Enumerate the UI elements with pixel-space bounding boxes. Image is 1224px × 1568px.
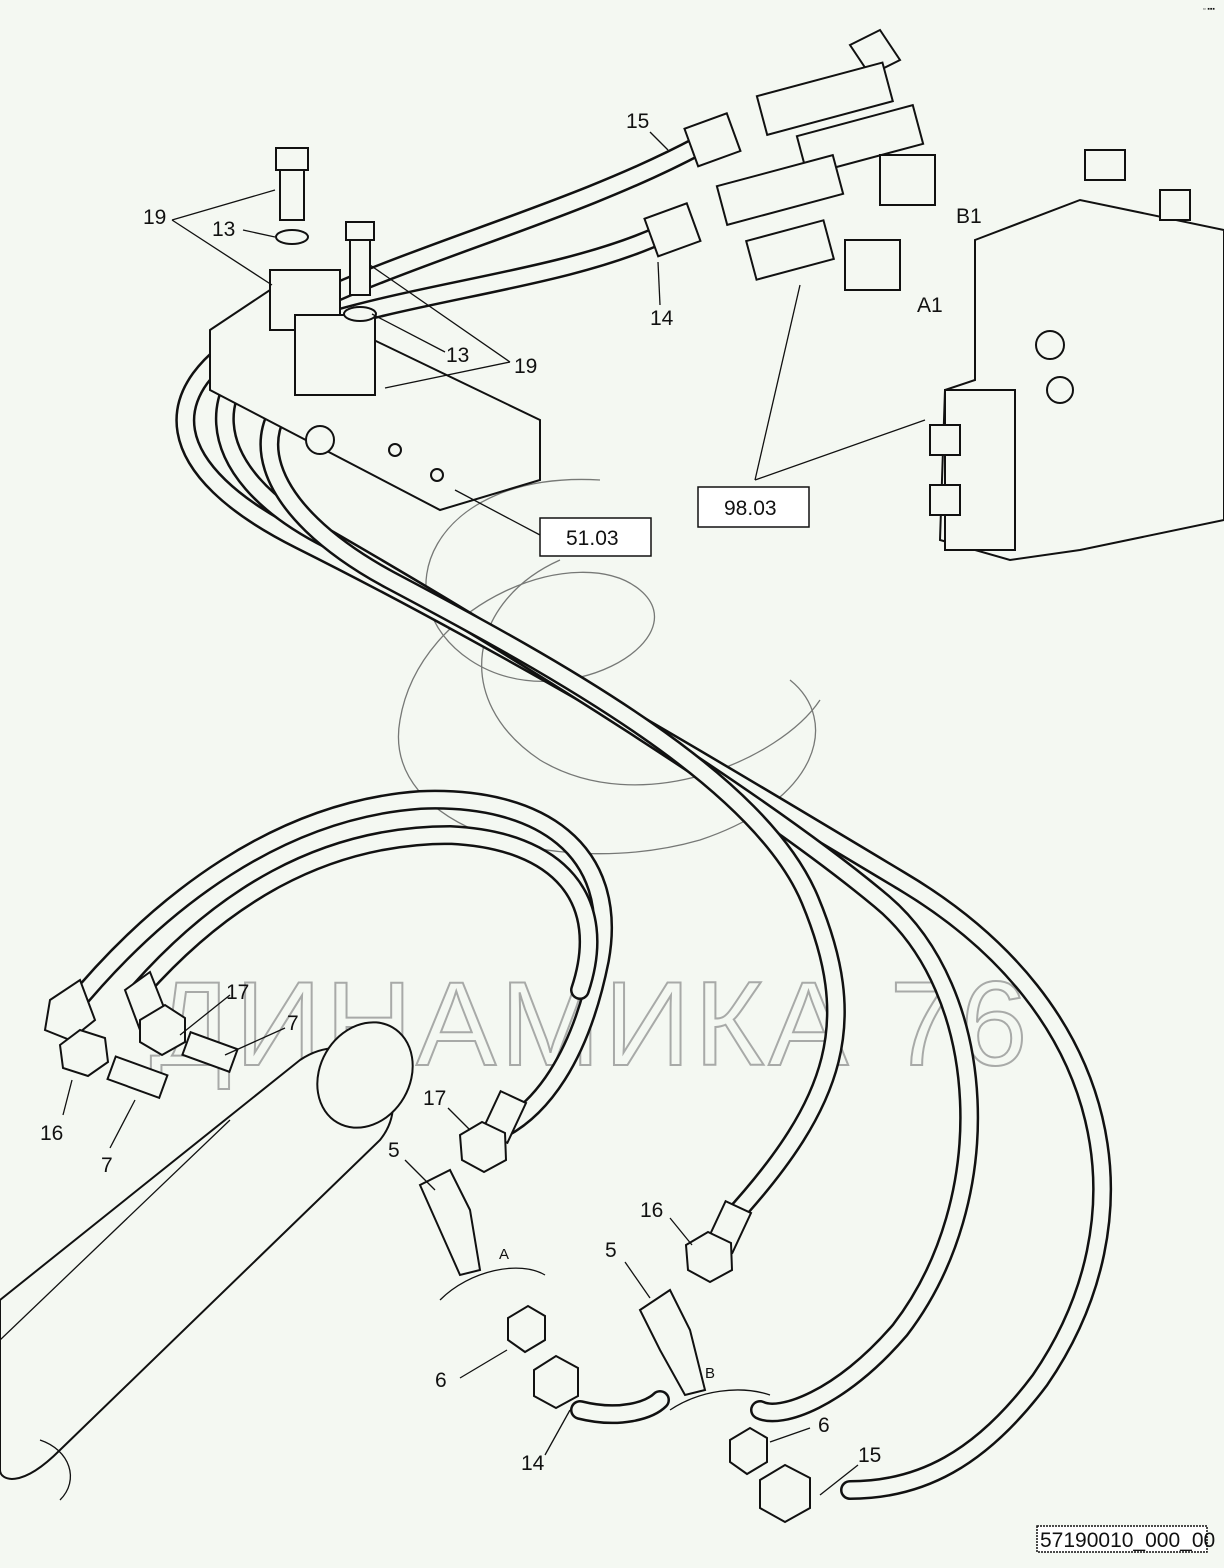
callout-16: 16 [40,1122,63,1145]
reference-51-03[interactable]: 51.03 [539,517,652,557]
port-a1-label: A1 [917,294,943,317]
control-valve-block [643,28,1224,562]
callout-15: 15 [626,110,649,133]
callout-19: 19 [143,206,166,229]
callout-19: 19 [514,355,537,378]
callout-13: 13 [212,218,235,241]
callout-15: 15 [858,1444,881,1467]
port-b-label: B [705,1365,715,1382]
reference-98-03[interactable]: 98.03 [697,486,810,528]
leader-lines [62,131,926,1496]
port-b1-label: B1 [956,205,982,228]
drawing-id: 57190010_000_00 [1040,1529,1215,1552]
corner-mark: ▫ ▪▪▪ [1203,6,1215,13]
callout-6: 6 [435,1369,447,1392]
fittings [43,970,811,1524]
callout-7: 7 [101,1154,113,1177]
callout-7: 7 [287,1012,299,1035]
reference-98-03-label: 98.03 [724,497,777,520]
callout-5: 5 [388,1139,400,1162]
clamp-bracket [209,147,541,512]
callout-13: 13 [446,344,469,367]
callout-6: 6 [818,1414,830,1437]
callout-17: 17 [226,981,249,1004]
drawing-id-box: 57190010_000_00 [1036,1525,1215,1553]
hydraulic-cylinder [0,1021,414,1501]
callout-14: 14 [650,307,674,330]
callout-labels: 15 19 13 14 13 19 17 7 16 7 17 5 16 5 6 … [40,110,982,1475]
callout-5: 5 [605,1239,617,1262]
reference-51-03-label: 51.03 [566,527,619,550]
callout-14: 14 [521,1452,545,1475]
port-a-label: A [499,1246,509,1263]
callout-16: 16 [640,1199,663,1222]
callout-17: 17 [423,1087,446,1110]
